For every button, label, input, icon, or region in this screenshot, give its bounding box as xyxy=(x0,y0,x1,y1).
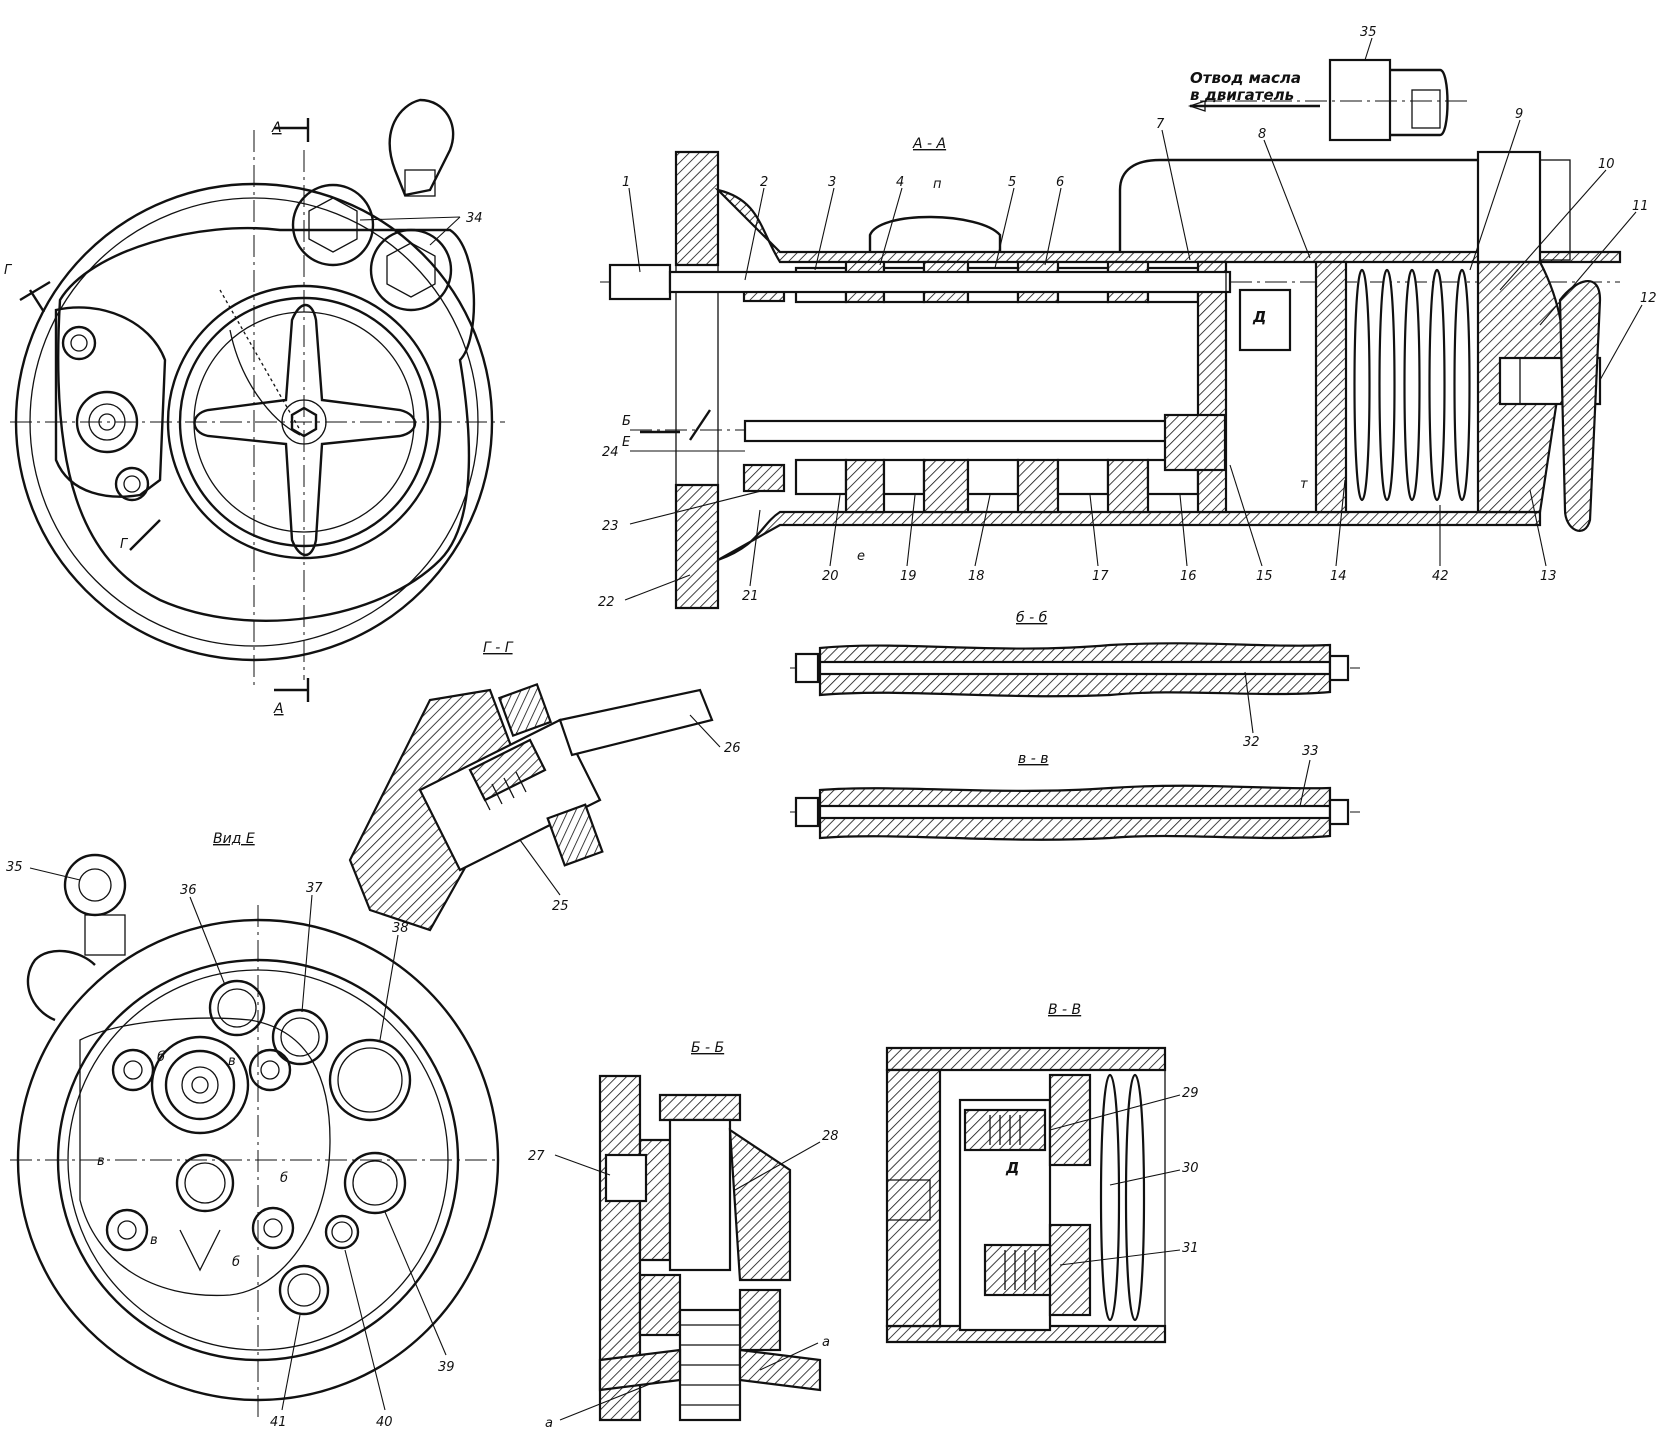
view-e: Вид Е б в в б в б 35 36 37 38 xyxy=(6,831,500,1430)
callout-36: 36 xyxy=(180,883,197,898)
section-mark-a-top: А xyxy=(271,120,282,136)
callout-31: 31 xyxy=(1182,1241,1199,1256)
mark-b-main: Б xyxy=(622,414,631,429)
callout-4: 4 xyxy=(896,175,904,190)
callout-27: 27 xyxy=(528,1149,545,1164)
mark-a-right: а xyxy=(822,1335,830,1350)
callout-35-top: 35 xyxy=(1360,25,1377,40)
mark-d: Д xyxy=(1252,308,1266,326)
section-bb-title: б - б xyxy=(1016,610,1048,626)
callout-15: 15 xyxy=(1256,569,1273,584)
view-e-mark-b1: б xyxy=(157,1050,165,1065)
callout-38: 38 xyxy=(392,921,409,936)
section-gg-title: Г - Г xyxy=(483,640,514,656)
section-vv-title: в - в xyxy=(1018,751,1048,767)
callout-5: 5 xyxy=(1008,175,1016,190)
callout-17: 17 xyxy=(1092,569,1109,584)
section-vv-cap-title: В - В xyxy=(1048,1002,1081,1018)
callout-18: 18 xyxy=(968,569,985,584)
callout-29: 29 xyxy=(1182,1086,1199,1101)
view-e-mark-v3: в xyxy=(150,1233,158,1248)
end-view-top-left: А А Г Г 34 xyxy=(4,98,505,717)
callout-42: 42 xyxy=(1432,569,1449,584)
callout-39: 39 xyxy=(438,1360,455,1375)
callout-2: 2 xyxy=(760,175,768,190)
callout-14: 14 xyxy=(1330,569,1347,584)
callout-34: 34 xyxy=(466,211,483,226)
callout-25: 25 xyxy=(552,899,569,914)
mark-p: п xyxy=(933,177,942,192)
callout-10: 10 xyxy=(1598,157,1615,172)
callout-1: 1 xyxy=(622,175,630,190)
mark-e-small: е xyxy=(857,549,865,564)
callout-24: 24 xyxy=(602,445,619,460)
oil-note-line1: Отвод масла xyxy=(1190,69,1301,87)
view-e-mark-v2: в xyxy=(97,1154,105,1169)
callout-8: 8 xyxy=(1258,127,1266,142)
view-e-mark-b2: б xyxy=(280,1171,288,1186)
section-bb-bolt: б - б 32 xyxy=(790,610,1360,750)
callout-21: 21 xyxy=(742,589,759,604)
section-vv-cap: В - В Д 29 30 31 xyxy=(885,1002,1199,1344)
section-mark-g-left: Г xyxy=(4,263,13,278)
section-aa: А - А xyxy=(598,25,1657,610)
callout-13: 13 xyxy=(1540,569,1557,584)
callout-40: 40 xyxy=(376,1415,393,1430)
mark-a-left: а xyxy=(545,1416,553,1431)
callout-26: 26 xyxy=(724,741,741,756)
section-bb-cap-title: Б - Б xyxy=(691,1040,724,1056)
section-gg: Г - Г 26 25 xyxy=(348,640,741,932)
oil-note-line2: в двигатель xyxy=(1190,86,1294,104)
callout-33: 33 xyxy=(1302,744,1319,759)
section-aa-title: А - А xyxy=(912,136,946,152)
callout-37: 37 xyxy=(306,881,323,896)
callout-11: 11 xyxy=(1632,199,1649,214)
callout-7: 7 xyxy=(1156,117,1165,132)
callout-23: 23 xyxy=(602,519,619,534)
section-vv-bolt: в - в 33 xyxy=(790,744,1360,841)
section-mark-g-bottom: Г xyxy=(120,537,129,552)
callout-9: 9 xyxy=(1515,107,1523,122)
callout-3: 3 xyxy=(828,175,836,190)
callout-22: 22 xyxy=(598,595,615,610)
mark-d-vv: Д xyxy=(1005,1159,1019,1177)
callout-16: 16 xyxy=(1180,569,1197,584)
callout-6: 6 xyxy=(1056,175,1064,190)
callout-19: 19 xyxy=(900,569,917,584)
section-mark-a-bottom: А xyxy=(273,701,284,717)
callout-32: 32 xyxy=(1243,735,1260,750)
view-e-mark-v1: в xyxy=(228,1054,236,1069)
view-e-title: Вид Е xyxy=(213,831,255,847)
callout-20: 20 xyxy=(822,569,839,584)
callout-41: 41 xyxy=(270,1415,287,1430)
section-bb-cap: Б - Б 27 28 а а xyxy=(528,1040,839,1431)
mark-m: т xyxy=(1300,477,1308,492)
callout-28: 28 xyxy=(822,1129,839,1144)
callout-30: 30 xyxy=(1182,1161,1199,1176)
callout-35-left: 35 xyxy=(6,860,23,875)
mark-e-main: Е xyxy=(622,435,631,450)
view-e-mark-b3: б xyxy=(232,1255,240,1270)
callout-12: 12 xyxy=(1640,291,1657,306)
